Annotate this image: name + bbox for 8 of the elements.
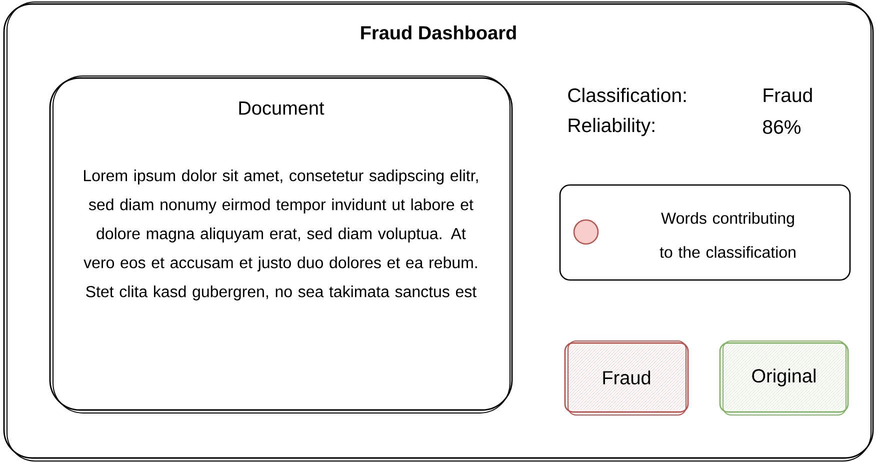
classification-value: Fraud xyxy=(764,88,812,102)
classification-label: Classification: xyxy=(568,88,686,102)
fraud-button: Fraud xyxy=(568,340,686,416)
reliability-value: 86% xyxy=(763,120,801,134)
original-button: Original xyxy=(722,340,846,416)
document-card: Document Lorem ipsum dolor sit amet, consetetur sadipscing elitr, sed diam nonumy eirmod tempor invidunt ut labore et dolore magna aliquyam erat, sed diam voluptua. At vero eos et accusam et justo duo dolores et ea rebum. Stet clita kasd gubergren, no sea takimata sanctus est xyxy=(49,76,513,414)
reliability-label: Reliability: xyxy=(568,118,654,136)
legend-text: Words contributing to the classification xyxy=(660,212,796,258)
